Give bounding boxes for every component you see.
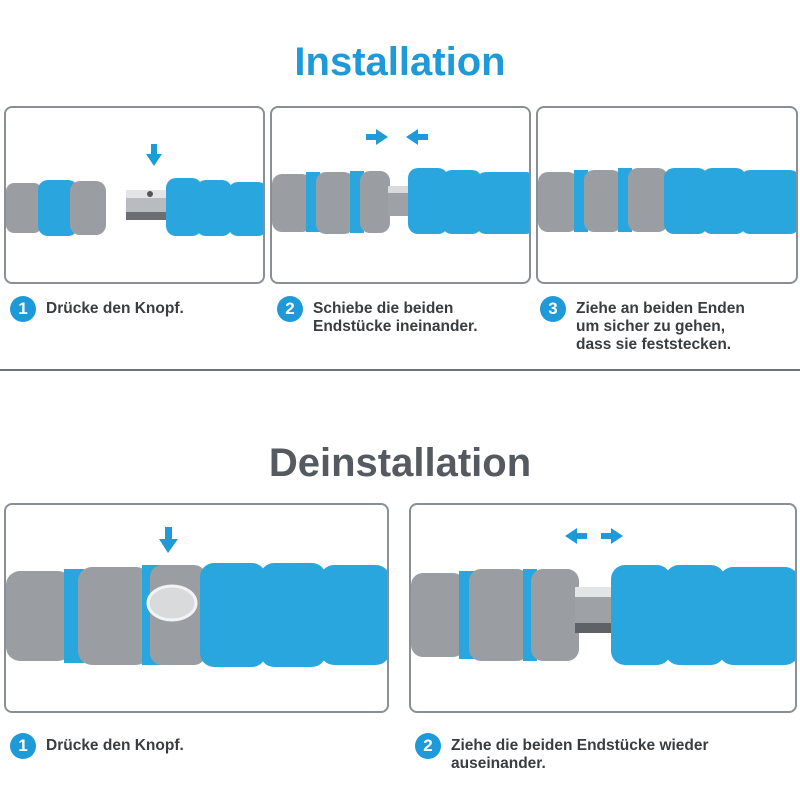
install-step2-image [270, 106, 531, 284]
foam-segments-left [6, 180, 106, 236]
foam-segments [6, 563, 387, 667]
step-number-badge: 2 [277, 296, 303, 322]
step-number-badge: 1 [10, 296, 36, 322]
step-text: Ziehe die beiden Endstücke wieder ausein… [451, 737, 709, 772]
step-text: Ziehe an beiden Enden um sicher zu gehen… [576, 300, 745, 353]
foam-segments [538, 168, 796, 234]
foam-segments-left [411, 569, 579, 661]
deinstall-step-2: 2 Ziehe die beiden Endstücke wieder ause… [415, 733, 795, 773]
metal-connector [126, 190, 166, 220]
foam-segments-right [166, 178, 263, 236]
deinstall-step-1: 1 Drücke den Knopf. [10, 733, 380, 759]
step-number-badge: 3 [540, 296, 566, 322]
deinstall-step2-image [409, 503, 797, 713]
step-text: Drücke den Knopf. [46, 737, 184, 754]
deinstall-step1-image [4, 503, 389, 713]
arrows-together-icon [366, 129, 428, 145]
install-step3-image [536, 106, 798, 284]
metal-connector [575, 587, 613, 633]
arrows-apart-icon [565, 528, 623, 544]
installation-title: Installation [294, 40, 506, 84]
metal-connector [388, 186, 410, 216]
step-text: Drücke den Knopf. [46, 300, 184, 317]
foam-segments-right [408, 168, 529, 234]
deinstallation-title: Deinstallation [268, 441, 532, 485]
arrow-down-icon [146, 144, 162, 166]
step-number-badge: 2 [415, 733, 441, 759]
install-step-1: 1 Drücke den Knopf. [10, 296, 260, 322]
install-step-3: 3 Ziehe an beiden Enden um sicher zu geh… [540, 296, 795, 354]
section-divider [0, 369, 800, 371]
foam-segments-left [272, 171, 390, 234]
foam-segments-right [611, 565, 795, 665]
install-step-2: 2 Schiebe die beiden Endstücke ineinande… [277, 296, 532, 336]
push-button [146, 584, 198, 622]
step-text: Schiebe die beiden Endstücke ineinander. [313, 300, 478, 335]
step-number-badge: 1 [10, 733, 36, 759]
arrow-down-icon [159, 527, 178, 553]
install-step1-image [4, 106, 265, 284]
